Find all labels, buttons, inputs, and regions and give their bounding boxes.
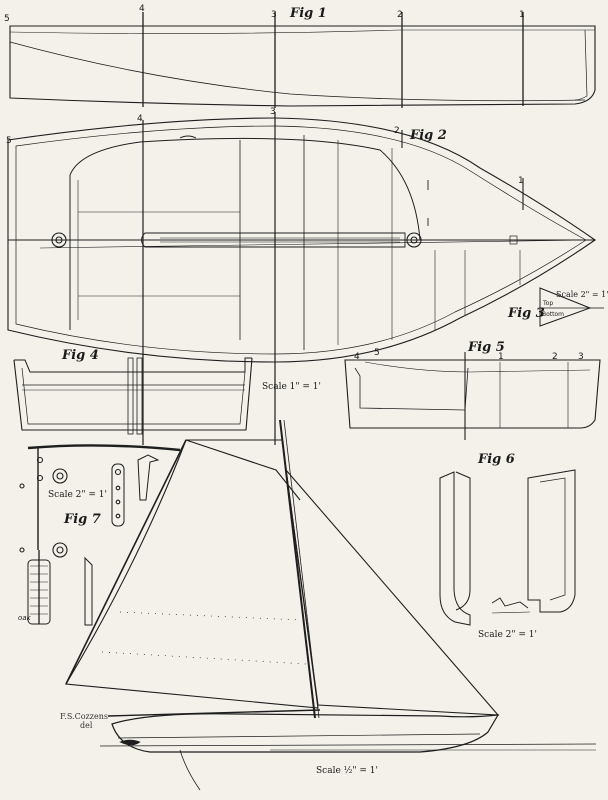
fig5-label: Fig 5: [468, 340, 505, 355]
signature-line2: del: [80, 721, 93, 730]
station-4-top: 4: [139, 4, 145, 14]
scale-fig6: Scale 2" = 1': [478, 630, 537, 640]
station-2-top: 2: [397, 10, 403, 20]
signature-line1: F.S.Cozzens: [60, 712, 108, 721]
station-1-top: 1: [519, 10, 525, 20]
fig6-label: Fig 6: [478, 452, 515, 467]
fig1-profile: [9, 12, 596, 108]
station-4-fig2: 4: [137, 114, 143, 124]
station-3-top: 3: [271, 10, 277, 20]
sail-plan: [65, 419, 597, 791]
scale-fig4: Scale 1" = 1': [262, 382, 321, 392]
fig2-plan: [7, 112, 596, 445]
fig3-label: Fig 3: [508, 306, 545, 321]
station-2-fig2: 2: [394, 126, 400, 136]
station-1-fig5: 1: [498, 352, 504, 362]
scale-fig7: Scale 2" = 1': [48, 490, 107, 500]
rudder-oak-label: oak: [18, 614, 31, 622]
fig1-label: Fig 1: [290, 6, 327, 21]
station-3-fig5: 3: [578, 352, 584, 362]
fig3-wedge: [539, 287, 604, 327]
station-5-fig5: 5: [374, 348, 380, 358]
station-5-fig1: 5: [4, 14, 10, 24]
fig6-stems: [439, 469, 576, 626]
fig7-fittings: [19, 444, 181, 626]
fig3-top-label: Top: [543, 300, 554, 307]
fig4-label: Fig 4: [62, 348, 99, 363]
station-2-fig5: 2: [552, 352, 558, 362]
station-1-fig2: 1: [518, 176, 524, 186]
fig2-label: Fig 2: [410, 128, 447, 143]
fig5-section: [344, 352, 601, 440]
fig4-section: [13, 357, 253, 435]
scale-fig3: Scale 2" = 1': [556, 290, 608, 299]
fig7-label: Fig 7: [64, 512, 101, 527]
fig3-bottom-label: Bottom: [542, 311, 565, 318]
station-4-fig5: 4: [354, 352, 360, 362]
scale-sail: Scale ½" = 1': [316, 766, 378, 776]
station-5-fig2: 5: [6, 136, 12, 146]
station-3-fig2: 3: [270, 107, 276, 117]
artist-signature: F.S.Cozzens del: [60, 712, 108, 730]
